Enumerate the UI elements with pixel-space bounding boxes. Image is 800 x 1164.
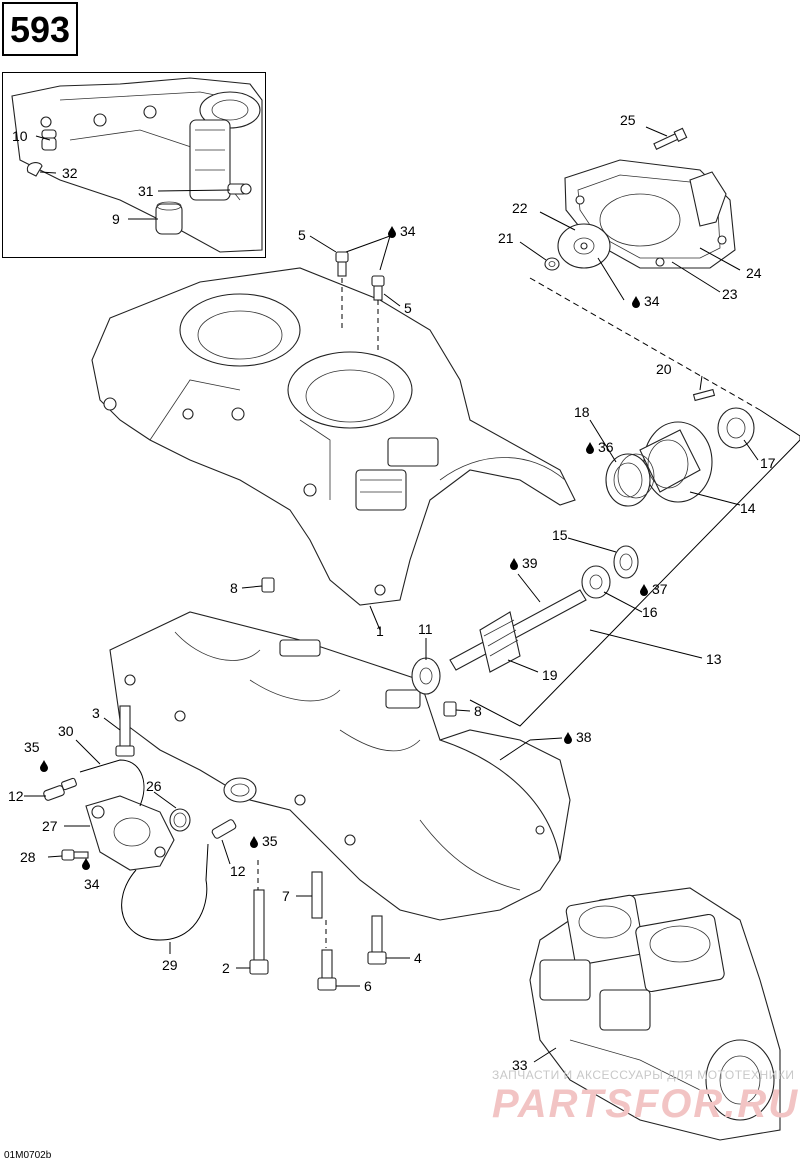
callout-9: 9 (112, 211, 120, 227)
housing-14 (639, 421, 713, 503)
engine-assembly-33 (529, 887, 781, 1141)
callout-19: 19 (542, 667, 558, 683)
o-ring-26 (169, 808, 191, 832)
callout-13: 13 (706, 651, 722, 667)
callout-8b: 8 (474, 703, 482, 719)
page-number: 593 (9, 9, 71, 50)
callout-20: 20 (656, 361, 672, 377)
seal-17 (717, 407, 755, 449)
inset-fitting-31 (227, 183, 252, 195)
callout-7: 7 (282, 888, 290, 904)
oil-drop-icon (564, 732, 572, 744)
oil-drop-icon (388, 226, 396, 238)
inset-clip-32 (26, 162, 43, 177)
hose-29 (121, 843, 209, 941)
callout-32: 32 (62, 165, 78, 181)
dowel-8-upper (261, 577, 275, 593)
callout-39: 39 (522, 555, 538, 571)
callout-31: 31 (138, 183, 154, 199)
fitting-12-left (43, 777, 77, 801)
callout-23: 23 (722, 286, 738, 302)
fitting-12-right (211, 819, 237, 839)
oil-drop-icon (40, 760, 48, 772)
callout-18: 18 (574, 404, 590, 420)
callout-15: 15 (552, 527, 568, 543)
stud-7 (311, 871, 323, 919)
inset-grommet-9 (155, 201, 183, 235)
bearing-15 (613, 545, 639, 579)
inset-crankcase-detail (11, 77, 263, 253)
callout-17: 17 (760, 455, 776, 471)
shaft-19 (449, 589, 587, 673)
screw-28 (61, 849, 89, 861)
document-code: 01M0702b (4, 1150, 52, 1161)
callout-35a: 35 (24, 739, 40, 755)
oil-drop-icon (640, 584, 648, 596)
bolt-4 (367, 915, 387, 965)
callout-5a: 5 (298, 227, 306, 243)
callout-2: 2 (222, 960, 230, 976)
callout-8a: 8 (230, 580, 238, 596)
bolt-2 (249, 889, 269, 975)
callout-27: 27 (42, 818, 58, 834)
callout-3: 3 (92, 705, 100, 721)
callout-14: 14 (740, 500, 756, 516)
callout-28: 28 (20, 849, 36, 865)
callout-10: 10 (12, 128, 28, 144)
callout-30: 30 (58, 723, 74, 739)
callout-29: 29 (162, 957, 178, 973)
bolt-3 (115, 705, 135, 757)
callout-26: 26 (146, 778, 162, 794)
callout-12b: 12 (230, 863, 246, 879)
callout-35b: 35 (262, 833, 278, 849)
inset-plug-10 (41, 129, 57, 151)
callout-4: 4 (414, 950, 422, 966)
callout-12a: 12 (8, 788, 24, 804)
oil-drop-icon (632, 296, 640, 308)
callout-16: 16 (642, 604, 658, 620)
oil-pump-27 (85, 795, 175, 871)
callout-5b: 5 (404, 300, 412, 316)
oil-drop-icon (82, 858, 90, 870)
callout-6: 6 (364, 978, 372, 994)
washer-21 (544, 257, 560, 271)
callout-36: 36 (598, 439, 614, 455)
bearing-11 (411, 657, 441, 695)
callout-24: 24 (746, 265, 762, 281)
callout-21: 21 (498, 230, 514, 246)
callout-25: 25 (620, 112, 636, 128)
callout-34c: 34 (84, 876, 100, 892)
callout-34a: 34 (400, 223, 416, 239)
watermark-line-1: ЗАПЧАСТИ И АКСЕССУАРЫ ДЛЯ МОТОТЕХНИКИ (492, 1068, 795, 1082)
oil-drop-icon (250, 836, 258, 848)
oil-drop-icon (510, 558, 518, 570)
callout-11: 11 (418, 621, 433, 637)
callout-34b: 34 (644, 293, 660, 309)
lower-crankcase (109, 611, 571, 921)
ring-18 (605, 453, 655, 507)
callout-37: 37 (652, 581, 668, 597)
watermark-logo: PARTSFOR.RU (492, 1082, 800, 1126)
screw-25 (653, 127, 688, 150)
bolt-5-left (335, 251, 349, 277)
callout-22: 22 (512, 200, 528, 216)
hose-30 (79, 759, 145, 807)
bolt-5-right (371, 275, 385, 301)
impeller-22 (557, 223, 611, 269)
bolt-6 (317, 949, 337, 991)
bearing-16 (581, 565, 611, 599)
upper-crankcase-1 (91, 267, 576, 606)
screw-20 (692, 388, 716, 402)
callout-1: 1 (376, 623, 384, 639)
callout-33: 33 (512, 1057, 528, 1073)
dowel-8-lower (443, 701, 457, 717)
oil-drop-icon (586, 442, 594, 454)
callout-38: 38 (576, 729, 592, 745)
page-number-box: 593 (2, 2, 78, 56)
